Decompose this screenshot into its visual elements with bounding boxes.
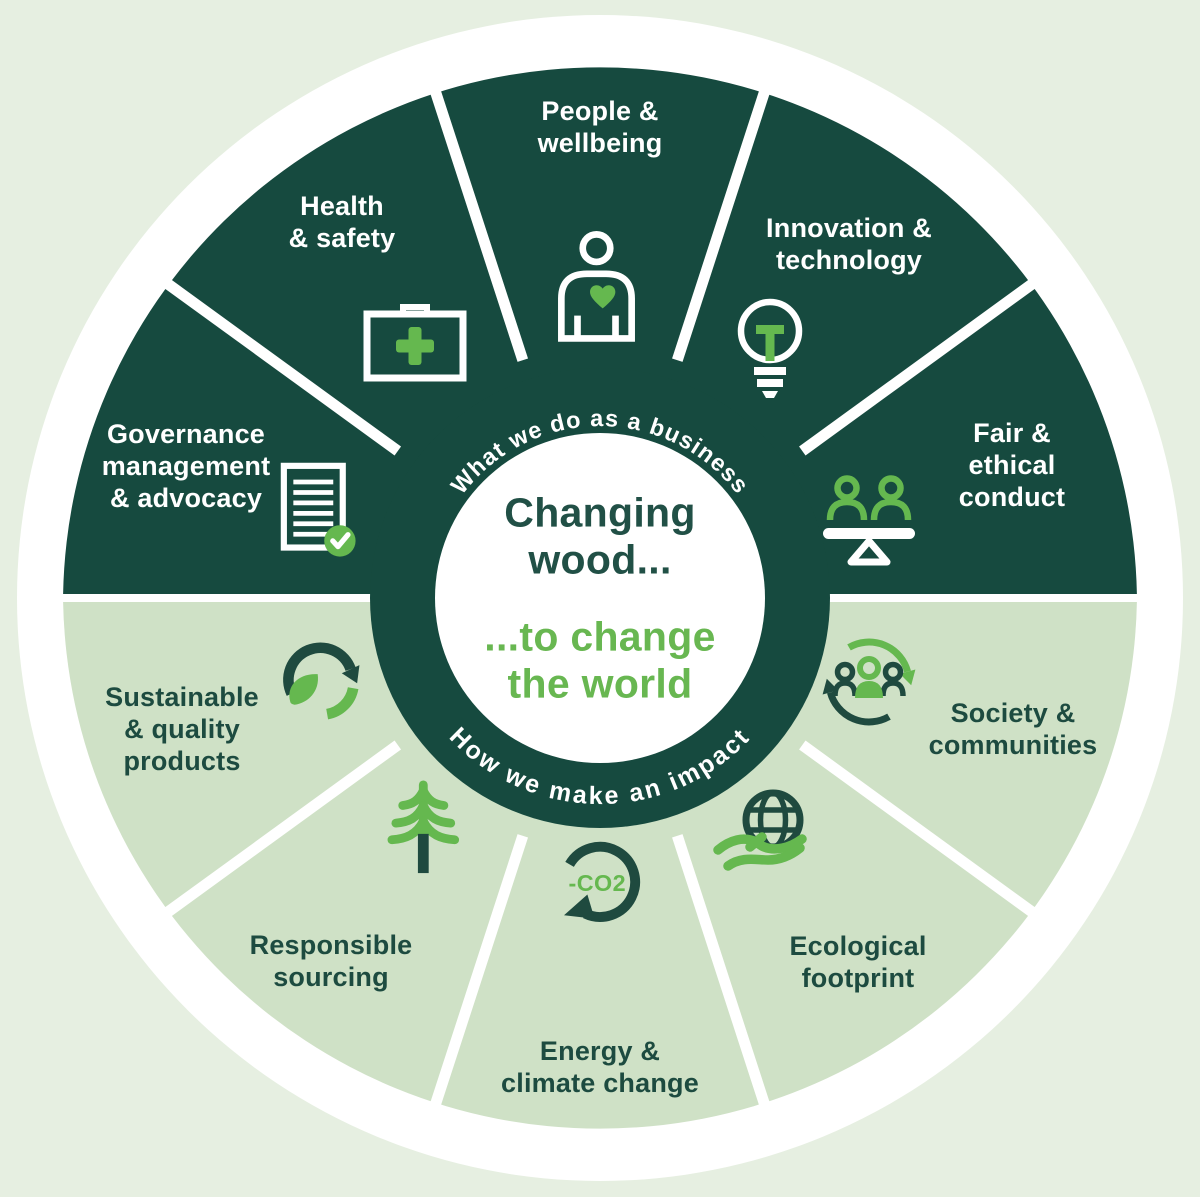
segment-divider xyxy=(799,276,1041,456)
person-heart-icon xyxy=(558,231,635,342)
document-check-icon xyxy=(280,462,356,557)
segment-divider xyxy=(672,82,773,362)
segment-label-ecological-footprint: Ecological footprint xyxy=(789,931,927,993)
segment-dividers xyxy=(159,82,1041,1114)
center-circle xyxy=(435,433,765,763)
business-half xyxy=(63,67,1137,595)
tree-trunk xyxy=(417,833,429,874)
segment-label-responsible-sourcing: Responsible sourcing xyxy=(249,930,413,992)
heart-shape xyxy=(590,285,616,309)
globe-hand-icon xyxy=(713,789,807,871)
cycle-arrowhead xyxy=(564,894,595,919)
impact-half xyxy=(63,602,1137,1129)
segment-label-energy-climate: Energy & climate change xyxy=(501,1036,699,1098)
segment-divider xyxy=(159,740,402,920)
center-headline-change-world: ...to change the world xyxy=(484,613,716,706)
segment-divider xyxy=(672,834,773,1114)
first-aid-kit-icon xyxy=(363,304,467,382)
lightbulb-icon xyxy=(737,298,803,398)
segment-label-governance: Governance management & advocacy xyxy=(101,419,271,513)
segment-label-society-communities: Society & communities xyxy=(928,698,1098,760)
co2-reduction-icon: -CO2 xyxy=(564,841,641,922)
segment-divider xyxy=(799,740,1041,920)
segment-label-health-safety: Health & safety xyxy=(288,191,396,253)
hand-shape xyxy=(713,832,807,871)
leaf-recycle-icon xyxy=(283,642,360,720)
segment-divider xyxy=(427,82,529,362)
check-mark xyxy=(330,532,351,550)
segment-label-sustainable-products: Sustainable & quality products xyxy=(105,682,259,776)
community-cycle-icon xyxy=(822,638,916,726)
segment-label-fair-ethical: Fair & ethical conduct xyxy=(958,418,1066,512)
segment-divider xyxy=(427,834,529,1114)
segment-label-people-wellbeing: People & wellbeing xyxy=(537,96,663,158)
pine-tree-icon xyxy=(387,780,460,874)
center-headline-changing-wood: Changing wood... xyxy=(504,489,696,582)
segment-divider xyxy=(159,276,402,456)
segment-label-innovation-technology: Innovation & technology xyxy=(766,213,932,275)
co2-label: -CO2 xyxy=(568,870,626,896)
balance-scale-icon xyxy=(823,475,915,566)
